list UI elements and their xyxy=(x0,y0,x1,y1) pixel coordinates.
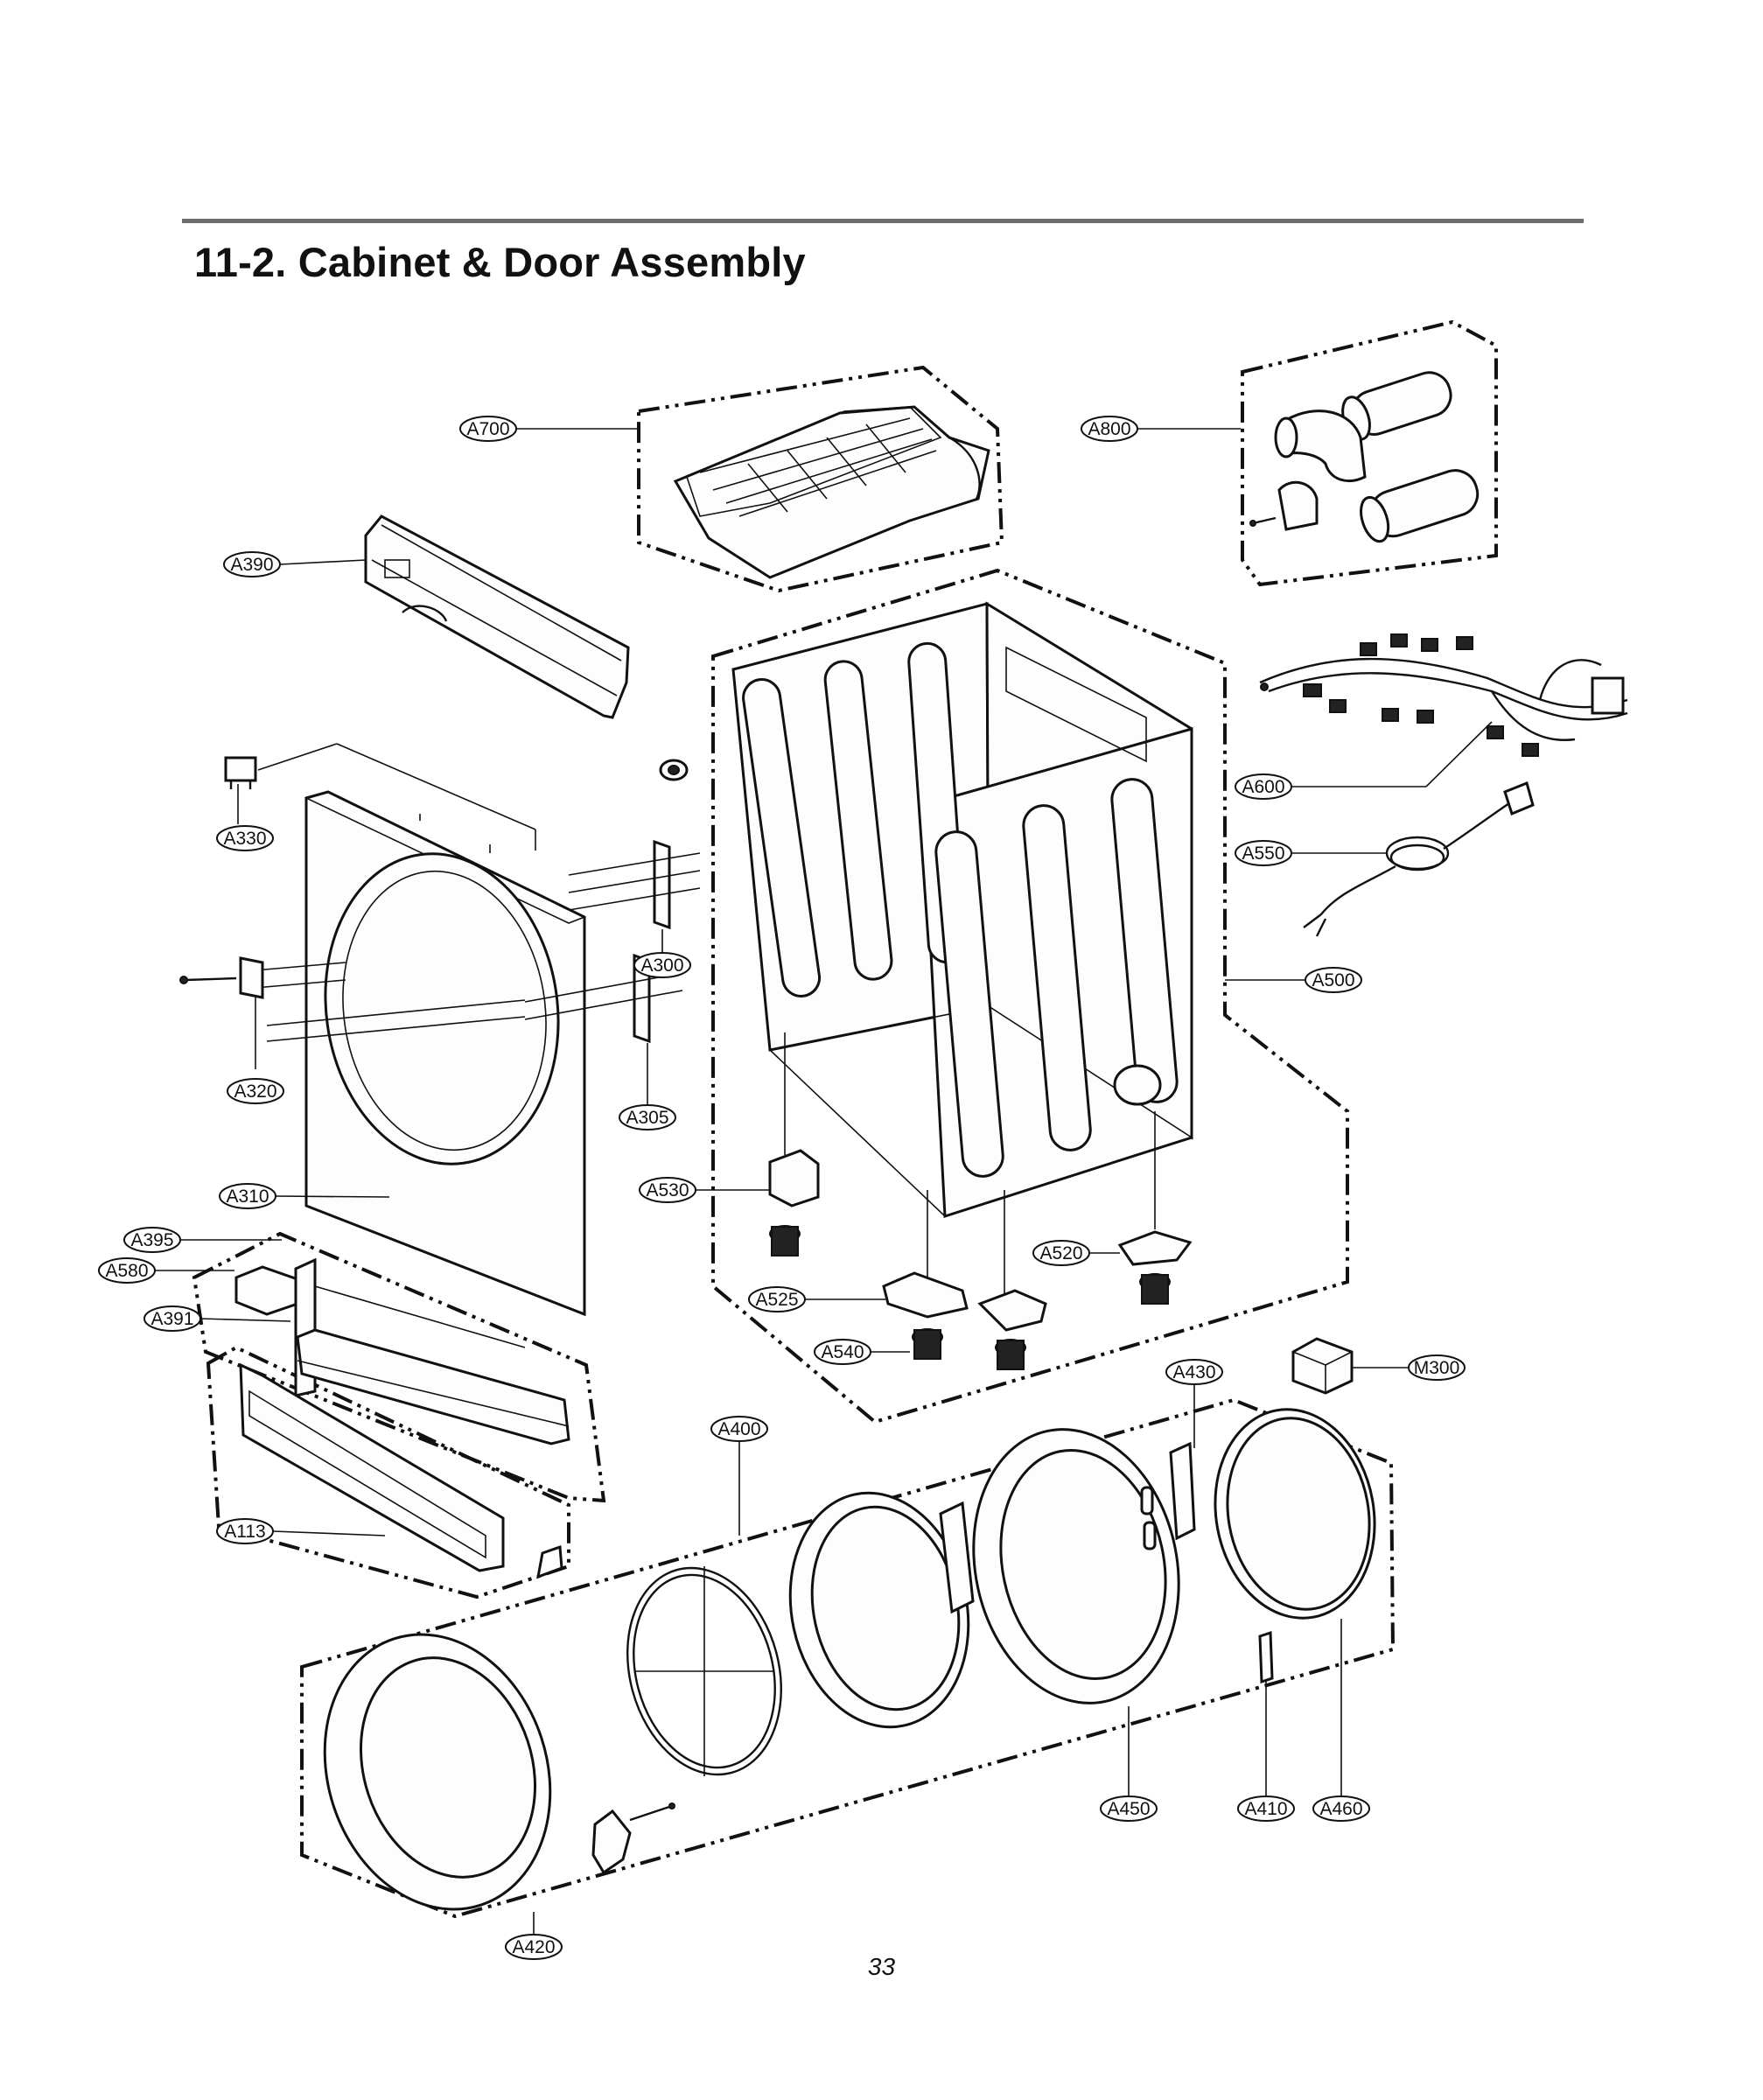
part-label-a500: A500 xyxy=(1305,967,1362,993)
svg-text:A600: A600 xyxy=(1242,777,1284,797)
kick-plate-part xyxy=(239,1362,563,1579)
part-label-a530: A530 xyxy=(639,1177,696,1203)
group-outline-a500 xyxy=(711,568,1349,1424)
m300-part xyxy=(1291,1337,1354,1395)
svg-text:A500: A500 xyxy=(1312,970,1354,990)
header-rule xyxy=(182,219,1584,223)
part-label-a550: A550 xyxy=(1235,840,1292,866)
svg-text:A305: A305 xyxy=(626,1108,668,1128)
svg-text:A300: A300 xyxy=(640,956,683,976)
svg-text:A310: A310 xyxy=(226,1186,269,1207)
svg-text:A540: A540 xyxy=(821,1342,864,1362)
part-label-a460: A460 xyxy=(1312,1796,1370,1822)
part-label-a700: A700 xyxy=(459,416,517,442)
svg-text:A420: A420 xyxy=(512,1937,555,1957)
duct-kit-part xyxy=(1249,371,1480,543)
part-label-a391: A391 xyxy=(143,1306,201,1332)
part-label-a390: A390 xyxy=(223,551,281,578)
door-switch-part xyxy=(224,756,257,789)
part-label-a300: A300 xyxy=(633,952,691,978)
svg-text:A800: A800 xyxy=(1088,419,1130,439)
control-bracket-part xyxy=(364,514,630,719)
part-label-a330: A330 xyxy=(216,825,274,851)
part-label-m300: M300 xyxy=(1408,1354,1466,1381)
svg-text:A400: A400 xyxy=(717,1419,760,1439)
top-filter-tray-part xyxy=(673,405,990,579)
part-label-a310: A310 xyxy=(219,1183,276,1209)
leader-lines xyxy=(155,428,1493,1934)
svg-text:M300: M300 xyxy=(1414,1358,1460,1378)
part-label-a520: A520 xyxy=(1032,1240,1090,1266)
svg-text:A330: A330 xyxy=(223,829,266,849)
part-label-a430: A430 xyxy=(1165,1359,1223,1385)
lower-bracket-parts xyxy=(234,1257,570,1446)
part-label-a320: A320 xyxy=(227,1078,284,1104)
svg-text:A530: A530 xyxy=(646,1180,689,1200)
group-outline-a700 xyxy=(637,365,1004,593)
group-outline-a400 xyxy=(300,1397,1396,1919)
part-label-a113: A113 xyxy=(216,1518,274,1544)
svg-text:A430: A430 xyxy=(1172,1362,1215,1382)
part-label-a420: A420 xyxy=(505,1934,563,1960)
svg-text:A450: A450 xyxy=(1107,1799,1150,1819)
svg-text:A113: A113 xyxy=(224,1522,266,1542)
svg-text:A525: A525 xyxy=(755,1290,798,1310)
svg-text:A410: A410 xyxy=(1244,1799,1287,1819)
svg-text:A520: A520 xyxy=(1039,1243,1082,1264)
part-label-a395: A395 xyxy=(123,1227,181,1253)
svg-text:A700: A700 xyxy=(466,419,509,439)
svg-text:A580: A580 xyxy=(105,1261,148,1281)
svg-text:A390: A390 xyxy=(230,555,273,575)
svg-text:A320: A320 xyxy=(234,1082,276,1102)
part-labels: A700 A800 A390 A330 A600 A550 A300 A500 … xyxy=(98,416,1466,1960)
svg-text:A460: A460 xyxy=(1319,1799,1362,1819)
part-label-a410: A410 xyxy=(1237,1796,1295,1822)
part-label-a525: A525 xyxy=(748,1286,806,1312)
page-title: 11-2. Cabinet & Door Assembly xyxy=(194,239,806,285)
svg-text:A391: A391 xyxy=(150,1309,193,1329)
door-assembly-parts xyxy=(323,1408,1376,1911)
part-label-a540: A540 xyxy=(814,1339,871,1365)
front-panel-part xyxy=(257,743,586,1317)
svg-text:A395: A395 xyxy=(130,1230,173,1250)
page-number: 33 xyxy=(867,1953,896,1980)
group-outline-a391 xyxy=(192,1231,606,1503)
part-label-a800: A800 xyxy=(1081,416,1138,442)
power-cord-part xyxy=(1303,780,1535,937)
part-label-a580: A580 xyxy=(98,1257,156,1284)
part-label-a400: A400 xyxy=(710,1416,768,1442)
part-label-a600: A600 xyxy=(1235,774,1292,800)
leveling-legs-parts xyxy=(768,1032,1193,1370)
part-label-a305: A305 xyxy=(619,1104,676,1130)
part-label-a450: A450 xyxy=(1100,1796,1158,1822)
wire-harness-part xyxy=(1259,634,1628,757)
hinge-rail-parts xyxy=(179,839,701,1044)
cabinet-part xyxy=(659,601,1193,1219)
group-outline-a800 xyxy=(1241,319,1498,587)
svg-text:A550: A550 xyxy=(1242,844,1284,864)
